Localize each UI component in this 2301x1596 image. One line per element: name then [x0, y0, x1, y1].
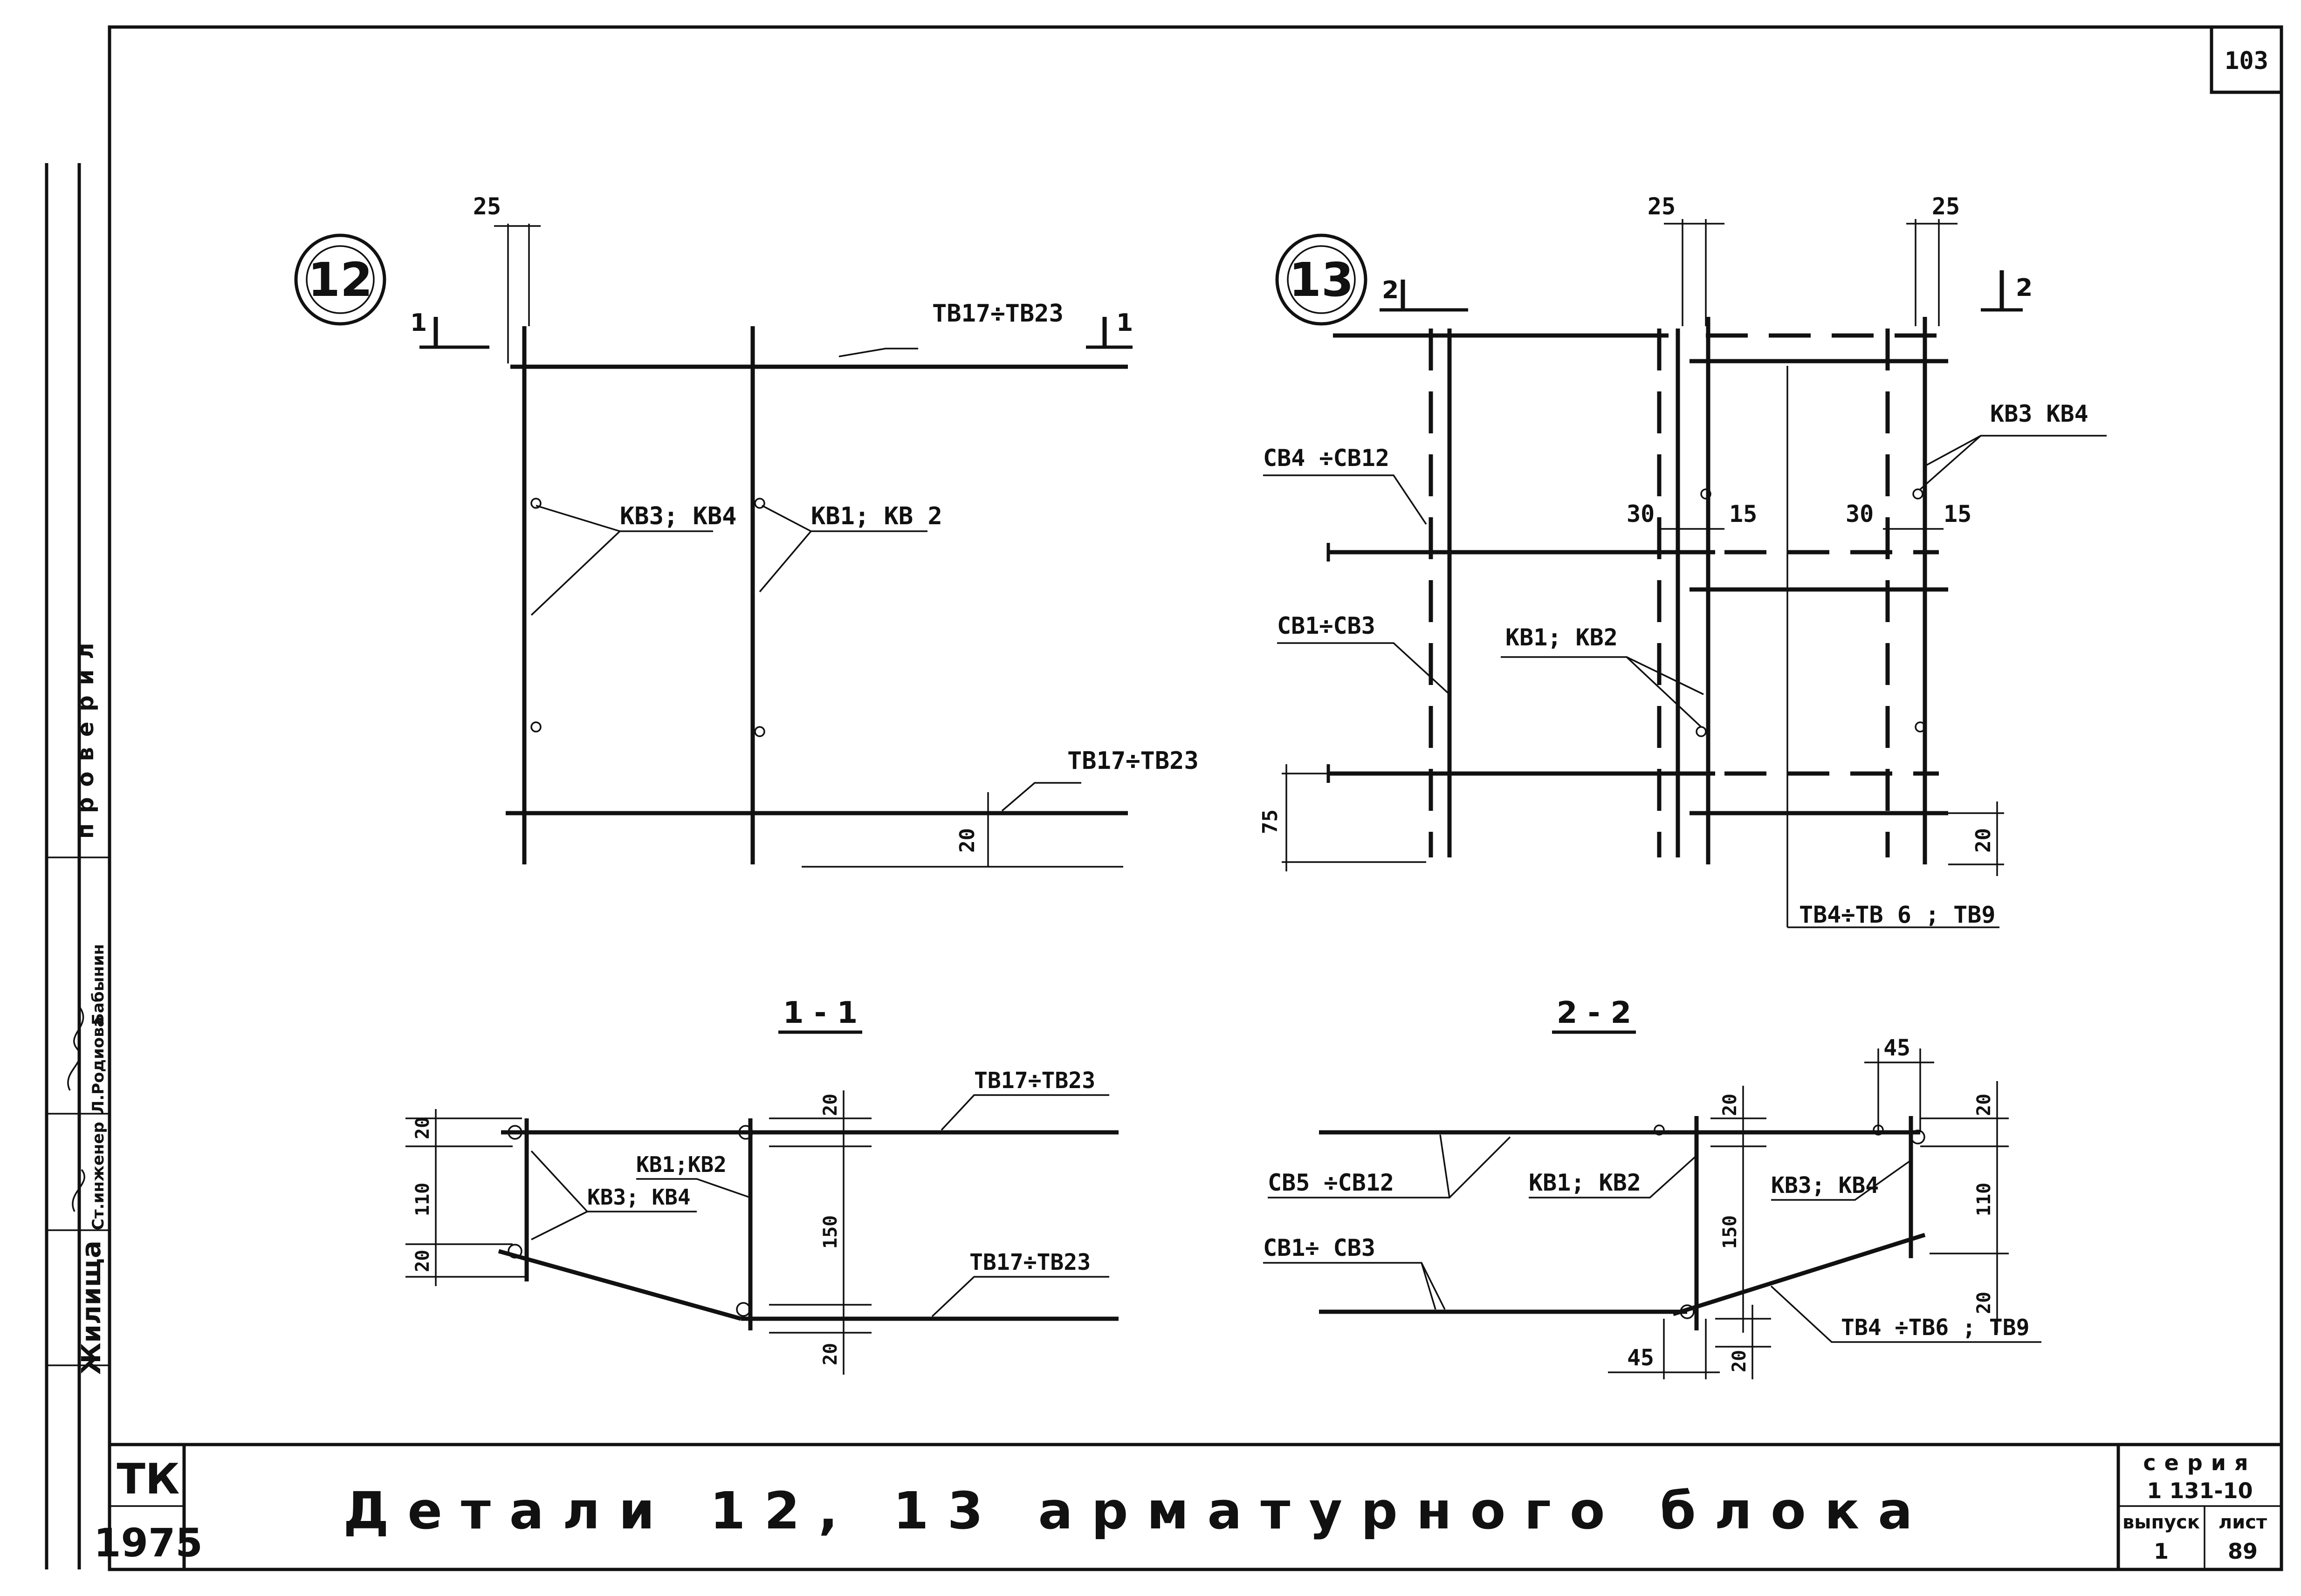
stamp-checked-label: проверил — [73, 632, 99, 839]
section-1-1-dim-20-low: 20 — [820, 1343, 841, 1365]
section-1-1-label-kb34: КВ3; КВ4 — [587, 1185, 691, 1210]
section-1-1-inclined-bar — [498, 1249, 742, 1321]
section-2-2-label-kb34: КВ3; КВ4 — [1771, 1172, 1879, 1199]
list-label: лист — [2219, 1512, 2267, 1533]
sheet-code: ТК — [117, 1455, 180, 1504]
detail-13-section-mark-left: 2 — [1382, 276, 1399, 304]
detail-13-label-kb34: КВ3 КВ4 — [1990, 400, 2088, 427]
section-2-2-label-tb: ТВ4 ÷ТВ6 ; ТВ9 — [1841, 1315, 2030, 1341]
section-2-2-title: 2 - 2 — [1557, 996, 1631, 1030]
section-1-1-label-tb-top: ТВ17÷ТВ23 — [974, 1068, 1095, 1094]
page-number: 103 — [2225, 47, 2268, 75]
stamp-name-2: Л.Родиова — [89, 1016, 108, 1114]
list-value: 89 — [2228, 1539, 2258, 1564]
detail-12-label-tb-bottom: ТВ17÷ТВ23 — [1067, 747, 1199, 775]
detail-12-section-mark-left: 1 — [410, 309, 427, 337]
section-1-1-label-kb12: КВ1;КВ2 — [636, 1152, 727, 1177]
section-1-1-title: 1 - 1 — [783, 996, 858, 1030]
section-2-2-dim-150: 150 — [1719, 1215, 1741, 1249]
section-2-2: 2 - 2 45 20 150 20 110 20 45 — [1263, 996, 2041, 1379]
detail-13-dim-15a: 15 — [1729, 500, 1757, 527]
detail-13-dim-30a: 30 — [1627, 500, 1655, 527]
detail-12: 12 1 1 25 ТВ17÷ТВ23 ТВ17÷ТВ23 КВ3; КВ4 — [294, 193, 1199, 868]
section-2-2-dim-20-right: 20 — [1973, 1094, 1995, 1116]
detail-12-section-mark-right: 1 — [1116, 309, 1133, 337]
detail-13-label-tb: ТВ4÷ТВ 6 ; ТВ9 — [1799, 901, 1995, 928]
detail-13: 13 2 2 25 25 — [1258, 193, 2107, 928]
signature-scribble-2 — [72, 1169, 85, 1212]
vypusk-value: 1 — [2154, 1539, 2169, 1564]
section-1-1-dim-20-top: 20 — [412, 1117, 433, 1139]
sheet-frame — [45, 25, 2283, 1571]
vypusk-label: выпуск — [2122, 1512, 2200, 1533]
section-2-2-dim-20-bottom: 20 — [1729, 1350, 1750, 1372]
detail-13-dim-30b: 30 — [1846, 500, 1874, 527]
signature-scribble — [67, 1006, 84, 1091]
section-2-2-label-cb1-3: СВ1÷ СВ3 — [1263, 1234, 1375, 1261]
section-1-1-dim-20-bottom: 20 — [412, 1250, 433, 1272]
section-2-2-label-kb12: КВ1; КВ2 — [1529, 1169, 1641, 1196]
detail-13-dim-25b: 25 — [1932, 193, 1960, 220]
section-2-2-label-cb5-12: СВ5 ÷СВ12 — [1268, 1169, 1394, 1196]
sheet-year: 1975 — [94, 1520, 203, 1566]
detail-12-dim-20: 20 — [955, 828, 979, 853]
stamp-name-1: Бабынин — [89, 944, 108, 1025]
detail-12-inner-circle — [306, 245, 375, 314]
detail-13-dim-15b: 15 — [1944, 500, 1971, 527]
detail-13-section-mark-right: 2 — [2016, 274, 2033, 302]
section-1-1-label-tb-bottom: ТВ17÷ТВ23 — [969, 1249, 1091, 1275]
stamp-org: Жилища — [76, 1240, 107, 1375]
detail-13-inner-circle — [1287, 245, 1356, 314]
detail-12-circle — [294, 233, 386, 326]
seria-label: серия — [2143, 1450, 2256, 1475]
detail-13-dim-20: 20 — [1971, 828, 1995, 853]
detail-12-label-kb34: КВ3; КВ4 — [620, 502, 736, 530]
section-1-1-dim-110: 110 — [412, 1183, 433, 1216]
section-2-2-dim-110: 110 — [1973, 1183, 1995, 1216]
sheet-title: Детали 12, 13 арматурного блока — [343, 1481, 1931, 1541]
section-1-1-dim-150: 150 — [820, 1215, 841, 1249]
detail-12-label-tb-top: ТВ17÷ТВ23 — [932, 300, 1064, 328]
detail-12-dim-25: 25 — [473, 193, 501, 220]
detail-13-circle — [1275, 233, 1367, 326]
stamp-name-3: Ст.инженер — [89, 1122, 108, 1230]
section-2-2-inclined-bar — [1672, 1233, 1926, 1316]
detail-12-number: 12 — [308, 253, 372, 307]
detail-12-label-kb12: КВ1; КВ 2 — [811, 502, 942, 530]
section-2-2-dim-45-bottom: 45 — [1627, 1345, 1654, 1371]
detail-13-label-kb12: КВ1; КВ2 — [1505, 624, 1618, 651]
section-1-1: 1 - 1 20 110 20 20 150 20 КВ1;КВ2 — [405, 996, 1119, 1375]
detail-13-label-cb1-3: СВ1÷СВ3 — [1277, 612, 1375, 639]
section-2-2-dim-20-a: 20 — [1719, 1094, 1741, 1116]
detail-13-label-cb4-12: СВ4 ÷СВ12 — [1263, 445, 1389, 472]
detail-13-dim-25a: 25 — [1648, 193, 1676, 220]
seria-value: 1 131-10 — [2147, 1478, 2253, 1503]
detail-13-number: 13 — [1289, 253, 1353, 307]
section-2-2-dim-20-right-b: 20 — [1973, 1292, 1995, 1314]
section-1-1-dim-20-mid: 20 — [820, 1094, 841, 1116]
section-2-2-dim-45-top: 45 — [1883, 1035, 1910, 1061]
detail-13-dim-75: 75 — [1258, 809, 1282, 834]
